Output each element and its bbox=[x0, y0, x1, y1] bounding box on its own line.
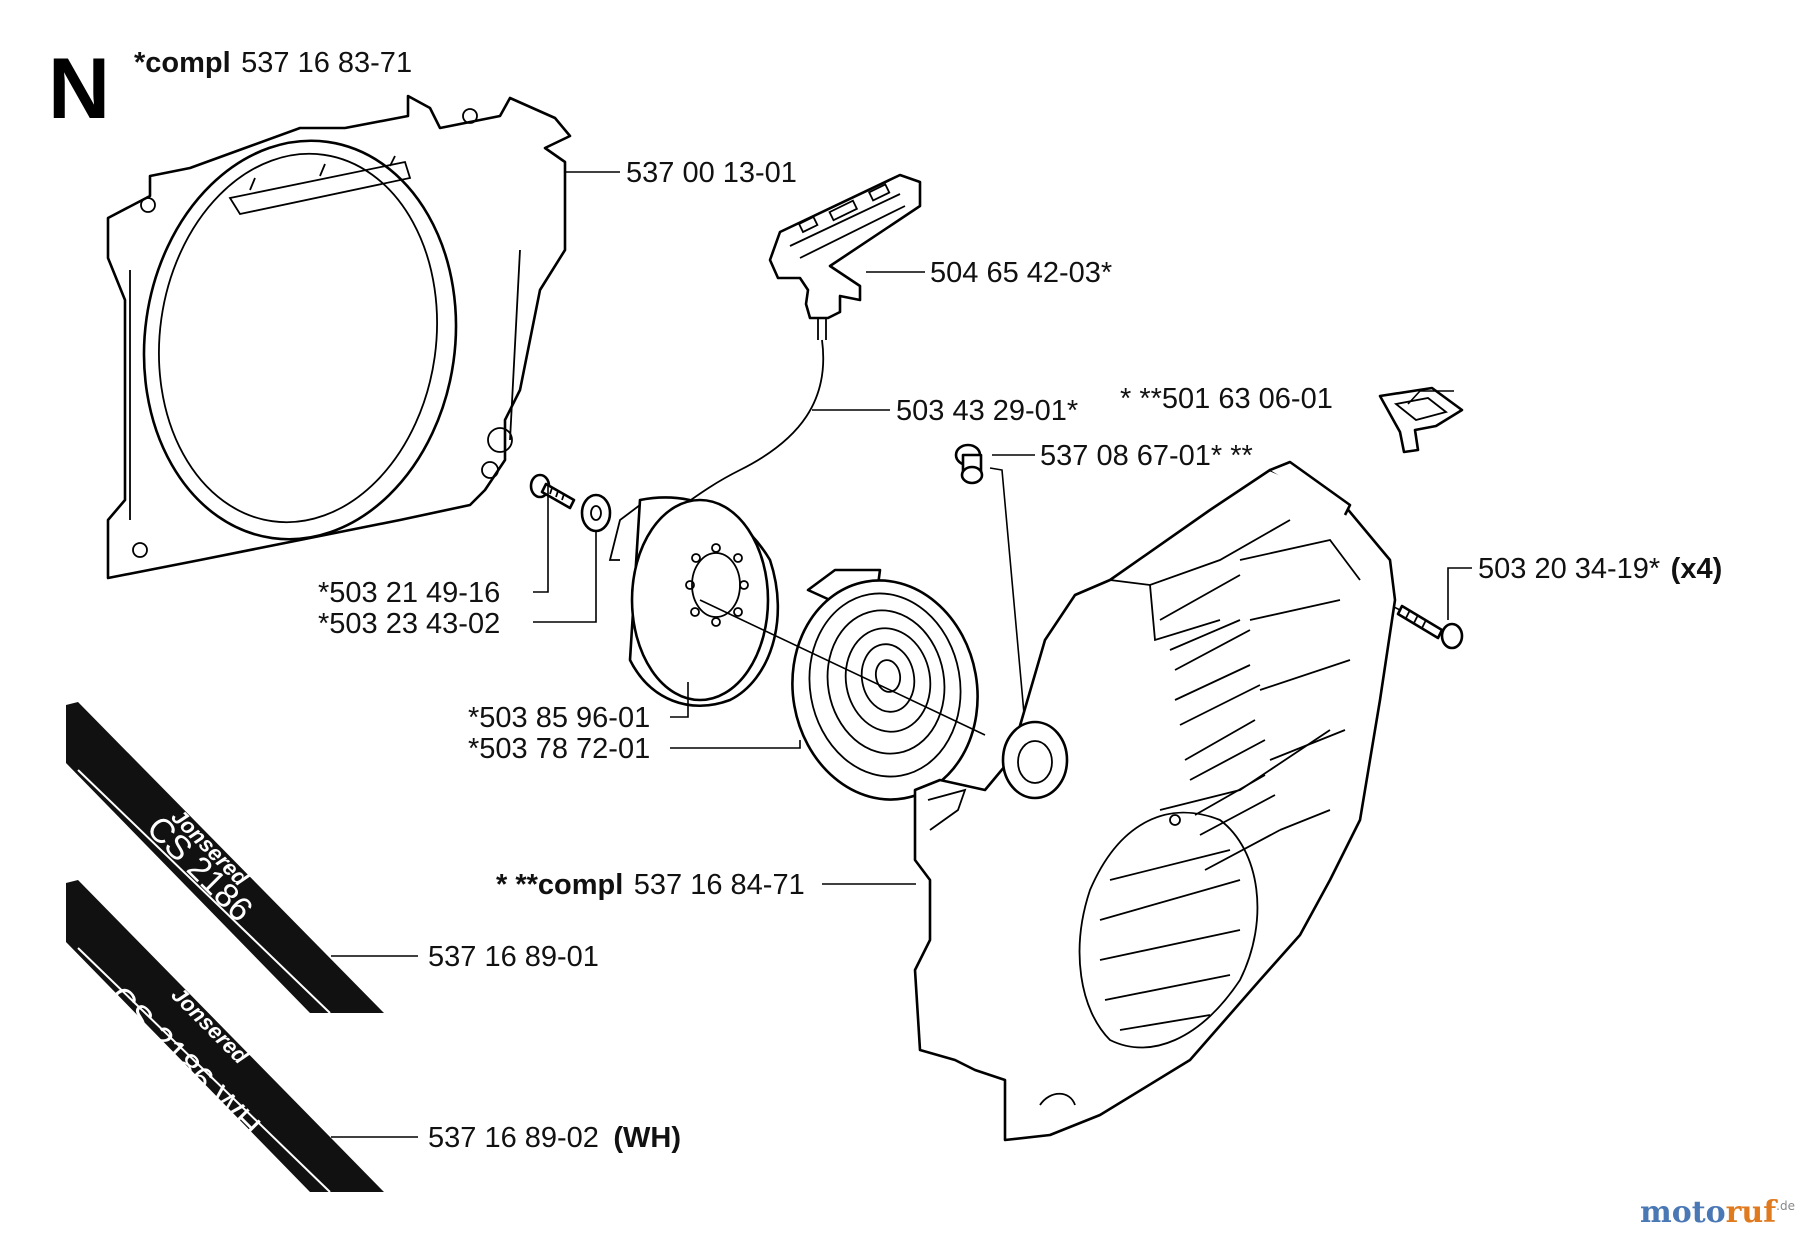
bushing-axis-line bbox=[989, 467, 1031, 781]
label-compl-bottom: * **compl 537 16 84-71 bbox=[496, 869, 805, 901]
label-537-00-13-01: 537 00 13-01 bbox=[626, 157, 797, 189]
cone-bushing-part bbox=[1378, 386, 1464, 454]
label-503-43-29-01: 503 43 29-01* bbox=[896, 395, 1078, 427]
starter-cover-part bbox=[913, 460, 1397, 1142]
leader-lines bbox=[331, 171, 1472, 1138]
label-501-63-06-01: * **501 63 06-01 bbox=[1120, 383, 1333, 415]
label-537-16-89-01: 537 16 89-01 bbox=[428, 941, 599, 973]
fan-housing-part bbox=[106, 94, 572, 580]
label-537-16-89-02: 537 16 89-02 (WH) bbox=[428, 1122, 681, 1154]
section-letter: N bbox=[48, 41, 110, 137]
label-503-85-96-01: *503 85 96-01 bbox=[468, 702, 650, 734]
label-compl-top: *compl 537 16 83-71 bbox=[134, 47, 412, 79]
decal-cs2186wh: Jonsered CS 2186 WH bbox=[65, 880, 384, 1193]
washer-part bbox=[580, 493, 612, 533]
starter-handle-part bbox=[659, 173, 922, 521]
label-503-21-49-16: *503 21 49-16 bbox=[318, 577, 500, 609]
rewind-spring-part bbox=[791, 568, 979, 801]
watermark-logo: motoruf.de bbox=[1640, 1195, 1795, 1230]
starter-pulley-part bbox=[608, 496, 780, 708]
assembly-axis-line bbox=[699, 599, 986, 736]
label-503-20-34-19: 503 20 34-19* (x4) bbox=[1478, 553, 1722, 585]
label-504-65-42-03: 504 65 42-03* bbox=[930, 257, 1112, 289]
label-503-78-72-01: *503 78 72-01 bbox=[468, 733, 650, 765]
label-503-23-43-02: *503 23 43-02 bbox=[318, 608, 500, 640]
screw-x4-part bbox=[1396, 604, 1464, 650]
small-bushing-part bbox=[954, 443, 984, 485]
label-537-08-67-01: 537 08 67-01* ** bbox=[1040, 440, 1253, 472]
screw-part bbox=[529, 473, 576, 510]
